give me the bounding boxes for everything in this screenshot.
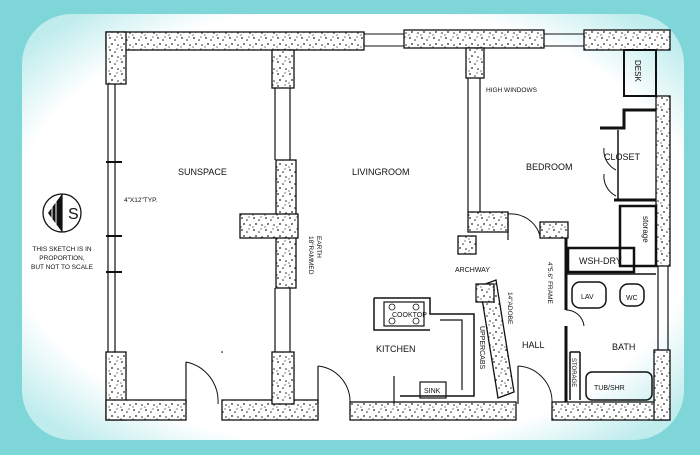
label-hall: HALL [522, 340, 545, 350]
label-lav: LAV [581, 294, 594, 301]
label-kitchen: KITCHEN [376, 344, 416, 354]
label-rammed-earth-1: 18"RAMMED [307, 236, 314, 275]
label-dim-typ: 4"X12"TYP. [124, 197, 158, 204]
label-livingroom: LIVINGROOM [352, 167, 410, 177]
note-line-3: BUT NOT TO SCALE [31, 264, 94, 271]
label-storage: storage [641, 216, 650, 243]
label-storage-small: STORAGE [570, 358, 576, 387]
label-bath: BATH [612, 342, 635, 352]
note-line-2: PROPORTION, [39, 255, 85, 262]
label-dim-adobe: 14"ADOBE [506, 292, 513, 325]
label-high-windows: HIGH WINDOWS [486, 87, 538, 94]
label-desk: DESK [633, 60, 642, 82]
label-archway: ARCHWAY [455, 267, 490, 274]
label-wc: WC [626, 295, 638, 302]
compass-letter: S [68, 206, 79, 223]
label-closet: CLOSET [604, 152, 641, 162]
compass-rose: S [43, 194, 81, 232]
label-sink: SINK [424, 388, 441, 395]
label-bedroom: BEDROOM [526, 162, 573, 172]
label-wsh-dry: WSH-DRY [579, 256, 622, 266]
label-cooktop: COOKTOP [392, 312, 427, 319]
label-tub-shr: TUB/SHR [594, 385, 625, 392]
label-dim-frame: 4"5.6" FRAME [546, 262, 553, 304]
label-sunspace: SUNSPACE [178, 167, 227, 177]
note-line-1: THIS SKETCH IS IN [32, 246, 92, 253]
label-upper-cabs: UPPERCABS [478, 326, 485, 370]
label-rammed-earth-2: EARTH [315, 236, 322, 258]
